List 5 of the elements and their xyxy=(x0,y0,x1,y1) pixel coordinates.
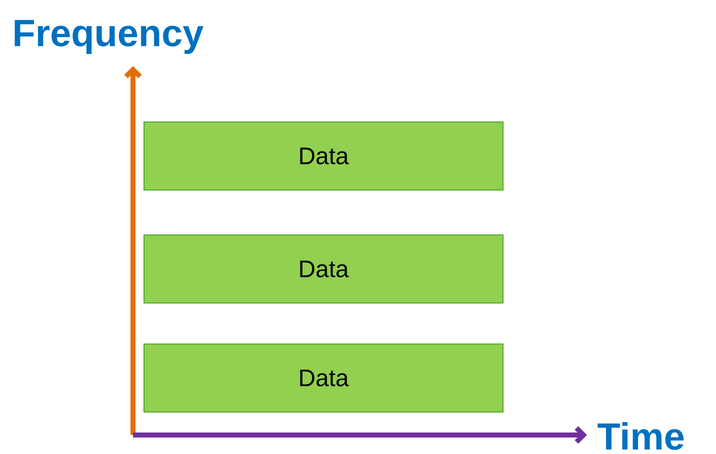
axis-label: Time xyxy=(598,422,684,450)
data-box: Data xyxy=(144,344,504,412)
axis-label: Frequency xyxy=(14,20,204,54)
data-box: Data xyxy=(144,122,504,190)
data-box: Data xyxy=(144,234,504,304)
